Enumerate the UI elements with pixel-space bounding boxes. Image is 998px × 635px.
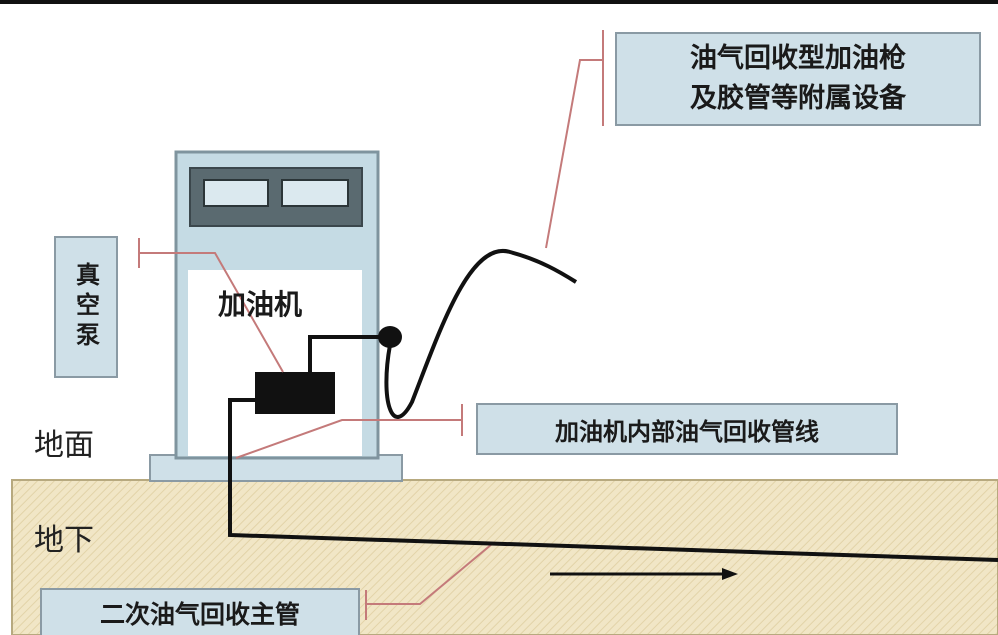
label-nozzle-equipment: 油气回收型加油枪 及胶管等附属设备 xyxy=(615,32,981,126)
label-nozzle-equipment-line1: 油气回收型加油枪 xyxy=(690,43,906,74)
label-ground: 地面 xyxy=(34,428,94,463)
display-window-right xyxy=(281,179,349,207)
flow-arrow-head xyxy=(722,568,738,580)
leader-vacuum-pump xyxy=(139,252,284,373)
display-window-left xyxy=(203,179,269,207)
nozzle-holder xyxy=(378,326,402,348)
fuel-hose xyxy=(384,248,578,419)
label-vacuum-pump: 真空泵 xyxy=(54,236,118,378)
leader-internal-pipeline xyxy=(235,419,462,459)
label-dispenser: 加油机 xyxy=(218,288,303,321)
label-internal-pipeline-text: 加油机内部油气回收管线 xyxy=(555,417,819,446)
dispenser-inner-panel xyxy=(188,270,362,456)
label-secondary-main-pipe-text: 二次油气回收主管 xyxy=(99,599,300,629)
label-nozzle-equipment-line2: 及胶管等附属设备 xyxy=(690,83,906,114)
label-secondary-main-pipe: 二次油气回收主管 xyxy=(40,588,360,635)
label-underground: 地下 xyxy=(34,523,94,558)
top-border xyxy=(0,0,998,4)
internal-pipe-down xyxy=(228,398,998,562)
leader-nozzle-equipment xyxy=(545,59,603,249)
internal-pipe-up xyxy=(308,335,385,372)
leader-main-pipe xyxy=(366,543,493,605)
label-vacuum-pump-text: 真空泵 xyxy=(71,262,100,352)
label-internal-pipeline: 加油机内部油气回收管线 xyxy=(476,403,898,455)
vacuum-pump-block xyxy=(255,372,335,414)
